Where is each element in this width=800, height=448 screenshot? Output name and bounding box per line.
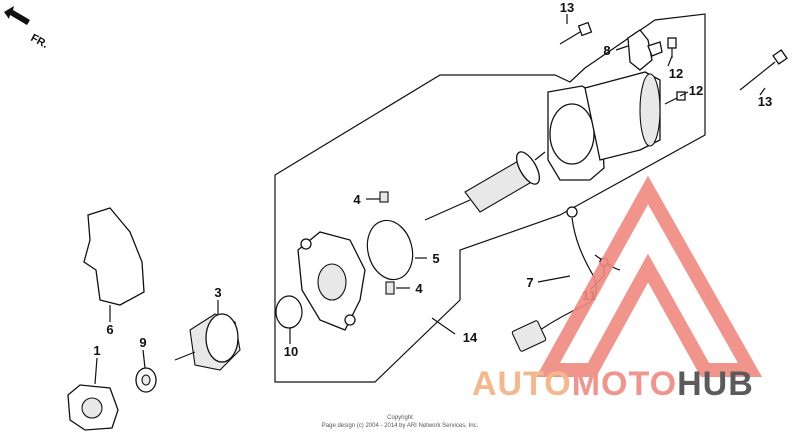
screw-12-upper (667, 37, 677, 58)
brand-auto: AUTO (472, 365, 572, 403)
callout-7: 7 (526, 275, 533, 290)
front-arrow-icon (4, 6, 30, 25)
watermark-triangle-icon (536, 175, 763, 377)
brush-holder-cover (297, 231, 366, 331)
brand-moto: MOTO (572, 365, 677, 403)
bolt-13-left (559, 21, 593, 45)
front-label: FR. (29, 32, 50, 51)
copyright-credit: Page design (c) 2004 - 2014 by ARI Netwo… (322, 423, 479, 429)
screw-12-lower (664, 91, 686, 105)
o-ring (366, 219, 414, 281)
callout-12-lower: 12 (689, 83, 703, 98)
starter-clutch-gear (174, 313, 241, 371)
assembly-outline-14 (274, 13, 706, 383)
brand-hub: HUB (677, 365, 754, 403)
callout-3: 3 (214, 285, 221, 300)
callout-6: 6 (106, 322, 113, 337)
callout-8: 8 (603, 43, 610, 58)
armature (424, 151, 546, 221)
callout-14: 14 (463, 330, 478, 345)
callout-13-top: 13 (560, 0, 574, 15)
starter-motor-housing (547, 71, 661, 181)
callout-4-lower: 4 (415, 281, 423, 296)
callout-4-upper: 4 (353, 192, 361, 207)
callout-12-upper: 12 (669, 66, 683, 81)
callout-9: 9 (139, 335, 146, 350)
callout-1: 1 (93, 343, 100, 358)
callout-10: 10 (284, 344, 298, 359)
bolt-13-right (739, 49, 788, 91)
callout-13-right: 13 (758, 94, 772, 109)
brush-upper (379, 191, 389, 203)
callout-5: 5 (432, 251, 439, 266)
automotohub-watermark: AUTOMOTOHUB (472, 175, 763, 403)
terminal-bracket (627, 29, 663, 71)
gear-cover (67, 384, 119, 431)
watermark-brand: AUTOMOTOHUB (472, 365, 754, 403)
brush-lower (385, 281, 395, 295)
copyright-heading: Copyright (387, 415, 413, 421)
bearing-bore (141, 374, 151, 386)
o-ring-small (275, 295, 303, 329)
gasket-plate (83, 207, 145, 306)
front-direction-indicator: FR. (4, 6, 50, 51)
